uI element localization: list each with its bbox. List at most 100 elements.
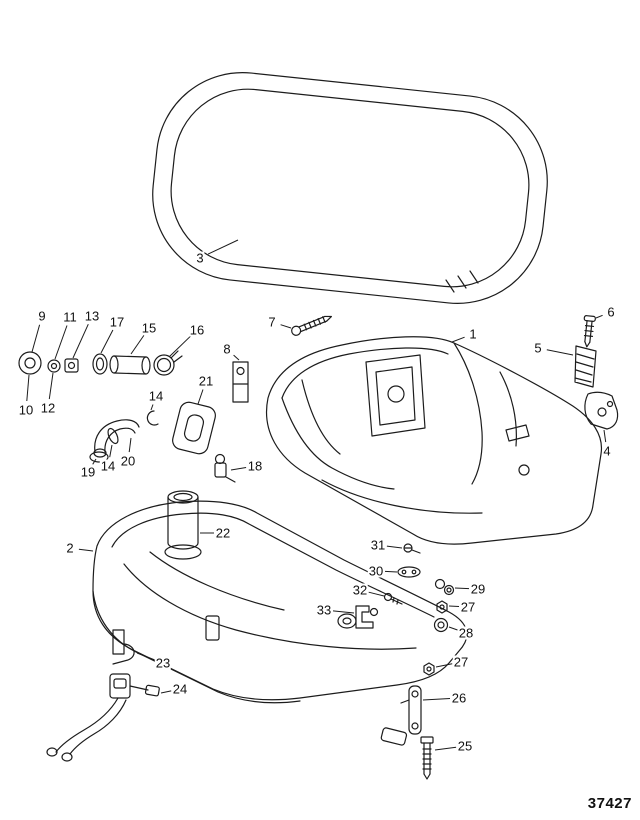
leader-line-12 <box>48 372 54 400</box>
callout-32: 32 <box>351 582 369 598</box>
part-fitting-13 <box>64 358 79 373</box>
leader-line-1 <box>451 336 465 343</box>
part-hose-15 <box>109 355 151 375</box>
part-fitting-18 <box>214 453 236 483</box>
leader-line-16 <box>168 335 191 358</box>
part-grommet-9-10 <box>18 351 42 375</box>
callout-20: 20 <box>119 453 137 469</box>
callout-21: 21 <box>197 373 215 389</box>
part-washer-11-12 <box>47 359 61 373</box>
part-clamp-33 <box>355 605 379 629</box>
part-link-26 <box>380 685 422 746</box>
callout-31: 31 <box>369 537 387 553</box>
part-bolt-7 <box>291 315 332 336</box>
part-anchor-5 <box>574 345 597 388</box>
part-grommet-28 <box>433 617 449 633</box>
leader-line-4 <box>603 429 607 443</box>
part-clip-14a <box>146 410 159 426</box>
leader-line-23 <box>136 652 155 661</box>
leader-line-32 <box>368 591 385 597</box>
leader-line-27 <box>435 663 453 668</box>
leader-line-13 <box>72 323 89 359</box>
leader-line-33 <box>332 610 355 614</box>
callout-12: 12 <box>39 400 57 416</box>
leader-line-15 <box>130 335 145 355</box>
leader-line-10 <box>26 374 30 402</box>
callout-16: 16 <box>188 322 206 338</box>
callout-2: 2 <box>65 540 75 556</box>
callout-23: 23 <box>154 655 172 671</box>
callout-8: 8 <box>222 341 232 357</box>
leader-line-25 <box>434 746 457 751</box>
leader-line-6 <box>595 314 603 319</box>
part-cup-22 <box>167 490 199 550</box>
part-screw-32 <box>383 592 403 605</box>
leader-line-24 <box>160 690 172 694</box>
callout-18: 18 <box>246 458 264 474</box>
leader-line-31 <box>386 545 403 549</box>
part-nut-27b <box>423 662 435 676</box>
callout-24: 24 <box>171 681 189 697</box>
leader-line-5 <box>546 349 574 356</box>
part-bracket-23 <box>112 629 135 665</box>
diagram-number: 37427 <box>587 795 632 812</box>
leader-line-9 <box>31 324 41 353</box>
leader-line-11 <box>54 325 68 360</box>
part-screw-6 <box>583 315 596 348</box>
callout-9: 9 <box>37 308 47 324</box>
callout-19: 19 <box>79 464 97 480</box>
leader-line-27 <box>448 605 460 607</box>
part-clamp-16 <box>153 350 183 376</box>
callout-22: 22 <box>214 525 232 541</box>
callout-10: 10 <box>17 402 35 418</box>
callout-28: 28 <box>457 625 475 641</box>
callout-1: 1 <box>468 326 478 342</box>
part-plate-21 <box>172 401 216 455</box>
part-screw-31 <box>403 543 421 554</box>
callout-29: 29 <box>469 581 487 597</box>
leader-line-7 <box>280 324 292 329</box>
callout-6: 6 <box>606 304 616 320</box>
callout-17: 17 <box>108 314 126 330</box>
callout-5: 5 <box>533 340 543 356</box>
leader-line-21 <box>197 389 204 405</box>
callout-27: 27 <box>459 599 477 615</box>
leader-line-14 <box>150 404 154 411</box>
leader-line-20 <box>128 437 132 453</box>
callout-26: 26 <box>450 690 468 706</box>
part-plate-30 <box>397 566 421 578</box>
callout-11: 11 <box>62 309 78 325</box>
part-bracket-4 <box>584 391 619 430</box>
leader-line-29 <box>454 587 470 590</box>
part-bottom-cowl <box>92 500 468 704</box>
part-elbow-hose-19-20 <box>89 419 140 463</box>
leader-line-17 <box>100 329 114 354</box>
callout-25: 25 <box>456 738 474 754</box>
part-seal <box>152 72 548 304</box>
part-ring-17 <box>92 353 108 375</box>
callout-14: 14 <box>147 388 165 404</box>
leader-line-8 <box>233 354 240 361</box>
leader-line-19 <box>92 458 97 465</box>
leader-line-3 <box>207 239 239 255</box>
part-bolt-25 <box>420 736 434 780</box>
leader-line-26 <box>422 698 451 701</box>
callout-33: 33 <box>315 602 333 618</box>
leader-line-14 <box>109 444 113 458</box>
callout-7: 7 <box>267 314 277 330</box>
leader-line-30 <box>384 570 398 573</box>
callout-15: 15 <box>140 320 158 336</box>
part-main-cowl <box>266 336 603 545</box>
part-washers-29 <box>434 578 455 596</box>
callout-3: 3 <box>195 250 205 266</box>
callout-30: 30 <box>367 563 385 579</box>
leader-line-18 <box>230 467 247 471</box>
callout-4: 4 <box>602 443 612 459</box>
callout-14: 14 <box>99 458 117 474</box>
part-harness-24 <box>46 673 160 762</box>
part-nut-27a <box>436 600 448 614</box>
